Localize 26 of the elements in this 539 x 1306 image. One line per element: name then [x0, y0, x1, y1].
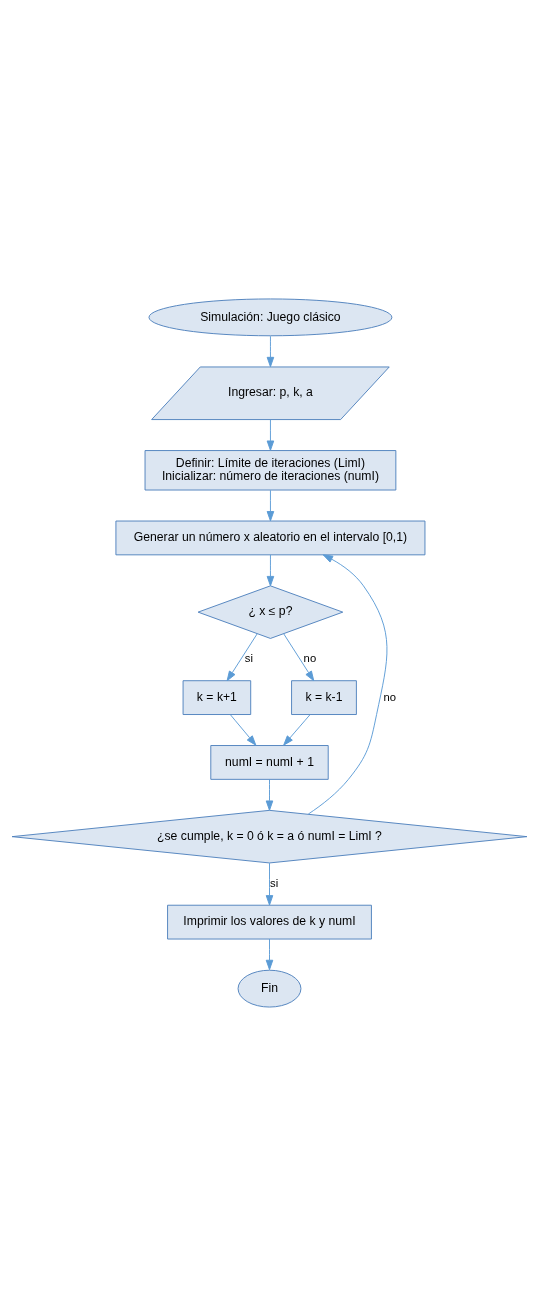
- node-box: k = k-1: [291, 680, 357, 715]
- node-diamond: ¿ x ≤ p?: [197, 585, 344, 639]
- arrow: [265, 862, 274, 906]
- arrow: [266, 335, 275, 368]
- node-diamond: ¿se cumple, k = 0 ó k = a ó numI = LimI ?: [11, 809, 528, 864]
- arrow: [283, 633, 315, 682]
- arrow: [307, 554, 388, 815]
- node-box: k = k+1: [182, 680, 252, 715]
- edge-label: si: [244, 652, 253, 665]
- arrow: [226, 633, 258, 682]
- node-box: Imprimir los valores de k y numI: [167, 904, 372, 940]
- arrow: [265, 778, 274, 811]
- arrow: [266, 554, 275, 587]
- edge-label: no: [303, 652, 317, 665]
- arrow: [229, 714, 257, 746]
- node-box: Generar un número x aleatorio en el intervalo [0,1): [115, 520, 426, 556]
- edge-label: no: [383, 690, 397, 703]
- edge-label: si: [270, 877, 279, 889]
- arrow: [283, 714, 311, 746]
- node-box: Definir: Límite de iteraciones (LimI) Inicializar: número de iteraciones (numI): [144, 450, 397, 491]
- arrow: [265, 938, 274, 971]
- node-box: numI = numI + 1: [210, 745, 329, 780]
- arrow: [266, 489, 275, 522]
- node-ellipse: Fin: [237, 969, 302, 1008]
- arrow: [266, 419, 275, 451]
- node-ellipse: Simulación: Juego clásico: [148, 298, 393, 337]
